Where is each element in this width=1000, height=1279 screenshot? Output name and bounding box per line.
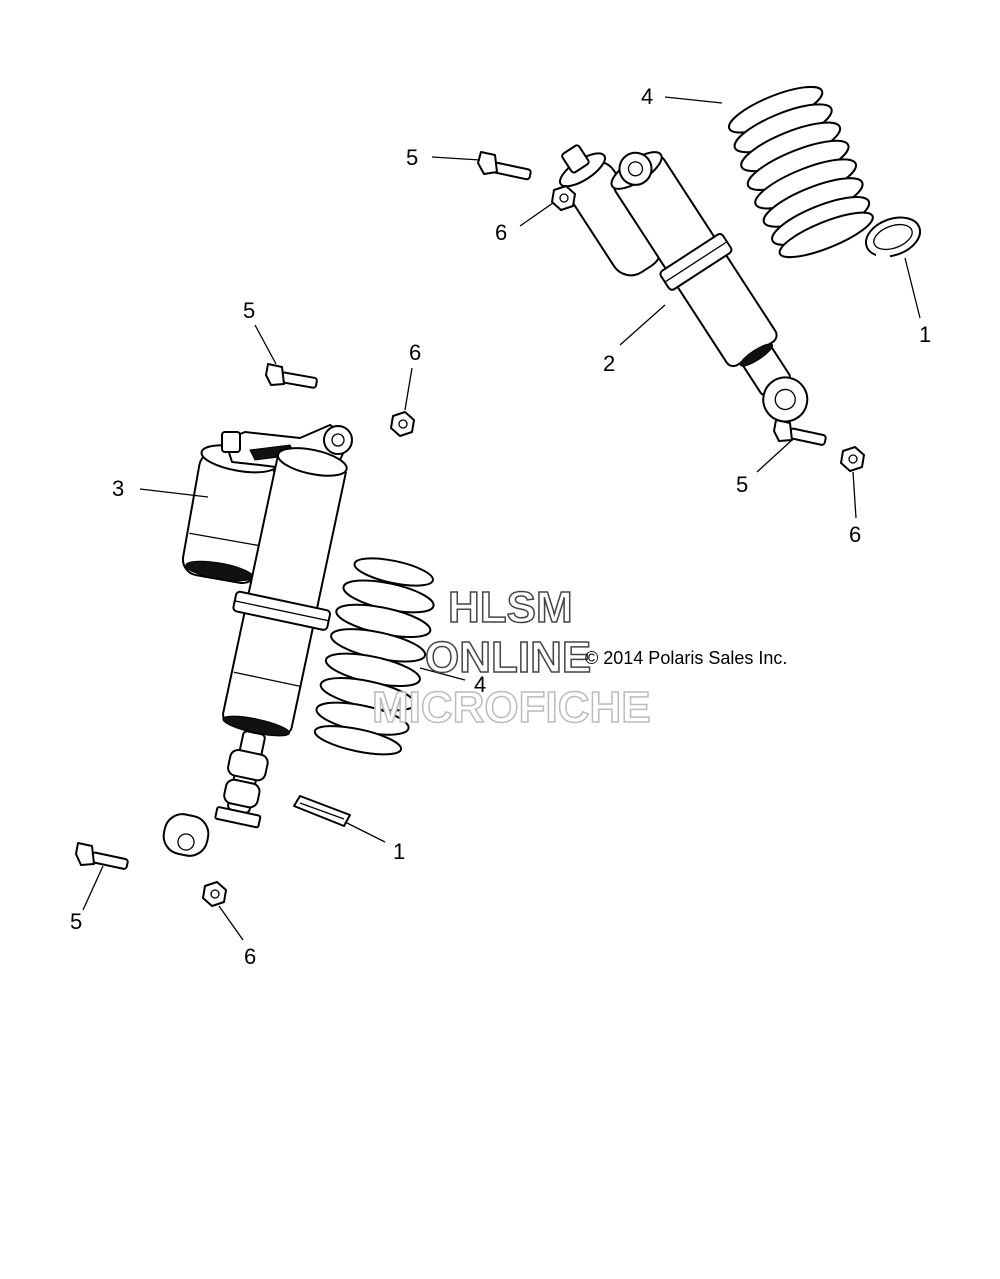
callout-nut-left-upper: 6 xyxy=(409,340,421,365)
watermark-line-1: HLSM xyxy=(448,583,573,632)
callout-retainer-lower: 1 xyxy=(393,839,405,864)
bolt-right xyxy=(773,419,827,446)
callout-spring-middle: 4 xyxy=(474,672,486,697)
retainer-clip-right xyxy=(864,216,922,262)
copyright-text: © 2014 Polaris Sales Inc. xyxy=(585,648,787,668)
nut-right xyxy=(840,446,865,472)
spring-top xyxy=(727,85,874,259)
callout-bolt-right: 5 xyxy=(736,472,748,497)
nut-lower xyxy=(202,881,227,907)
shock-absorber-front xyxy=(559,144,809,423)
bolt-lower xyxy=(75,842,129,870)
callout-shock-rear: 3 xyxy=(112,476,124,501)
callout-retainer-right: 1 xyxy=(919,322,931,347)
nut-left-upper xyxy=(390,411,415,437)
callout-nut-lower: 6 xyxy=(244,944,256,969)
callout-bolt-top: 5 xyxy=(406,145,418,170)
watermark-line-2: ONLINE xyxy=(425,633,591,682)
bolt-left-upper xyxy=(265,363,318,389)
callout-nut-top: 6 xyxy=(495,220,507,245)
callout-nut-right: 6 xyxy=(849,522,861,547)
retainer-clip-lower xyxy=(293,795,351,827)
shock-absorber-rear xyxy=(162,424,353,857)
leader-lines xyxy=(82,96,921,941)
callout-bolt-lower: 5 xyxy=(70,909,82,934)
watermark-line-3: MICROFICHE xyxy=(372,683,651,732)
callout-shock-front: 2 xyxy=(603,351,615,376)
callout-spring-top: 4 xyxy=(641,84,653,109)
spring-middle xyxy=(313,557,435,756)
nut-top xyxy=(551,185,576,211)
bolt-top xyxy=(477,151,532,181)
callout-bolt-left-upper: 5 xyxy=(243,298,255,323)
